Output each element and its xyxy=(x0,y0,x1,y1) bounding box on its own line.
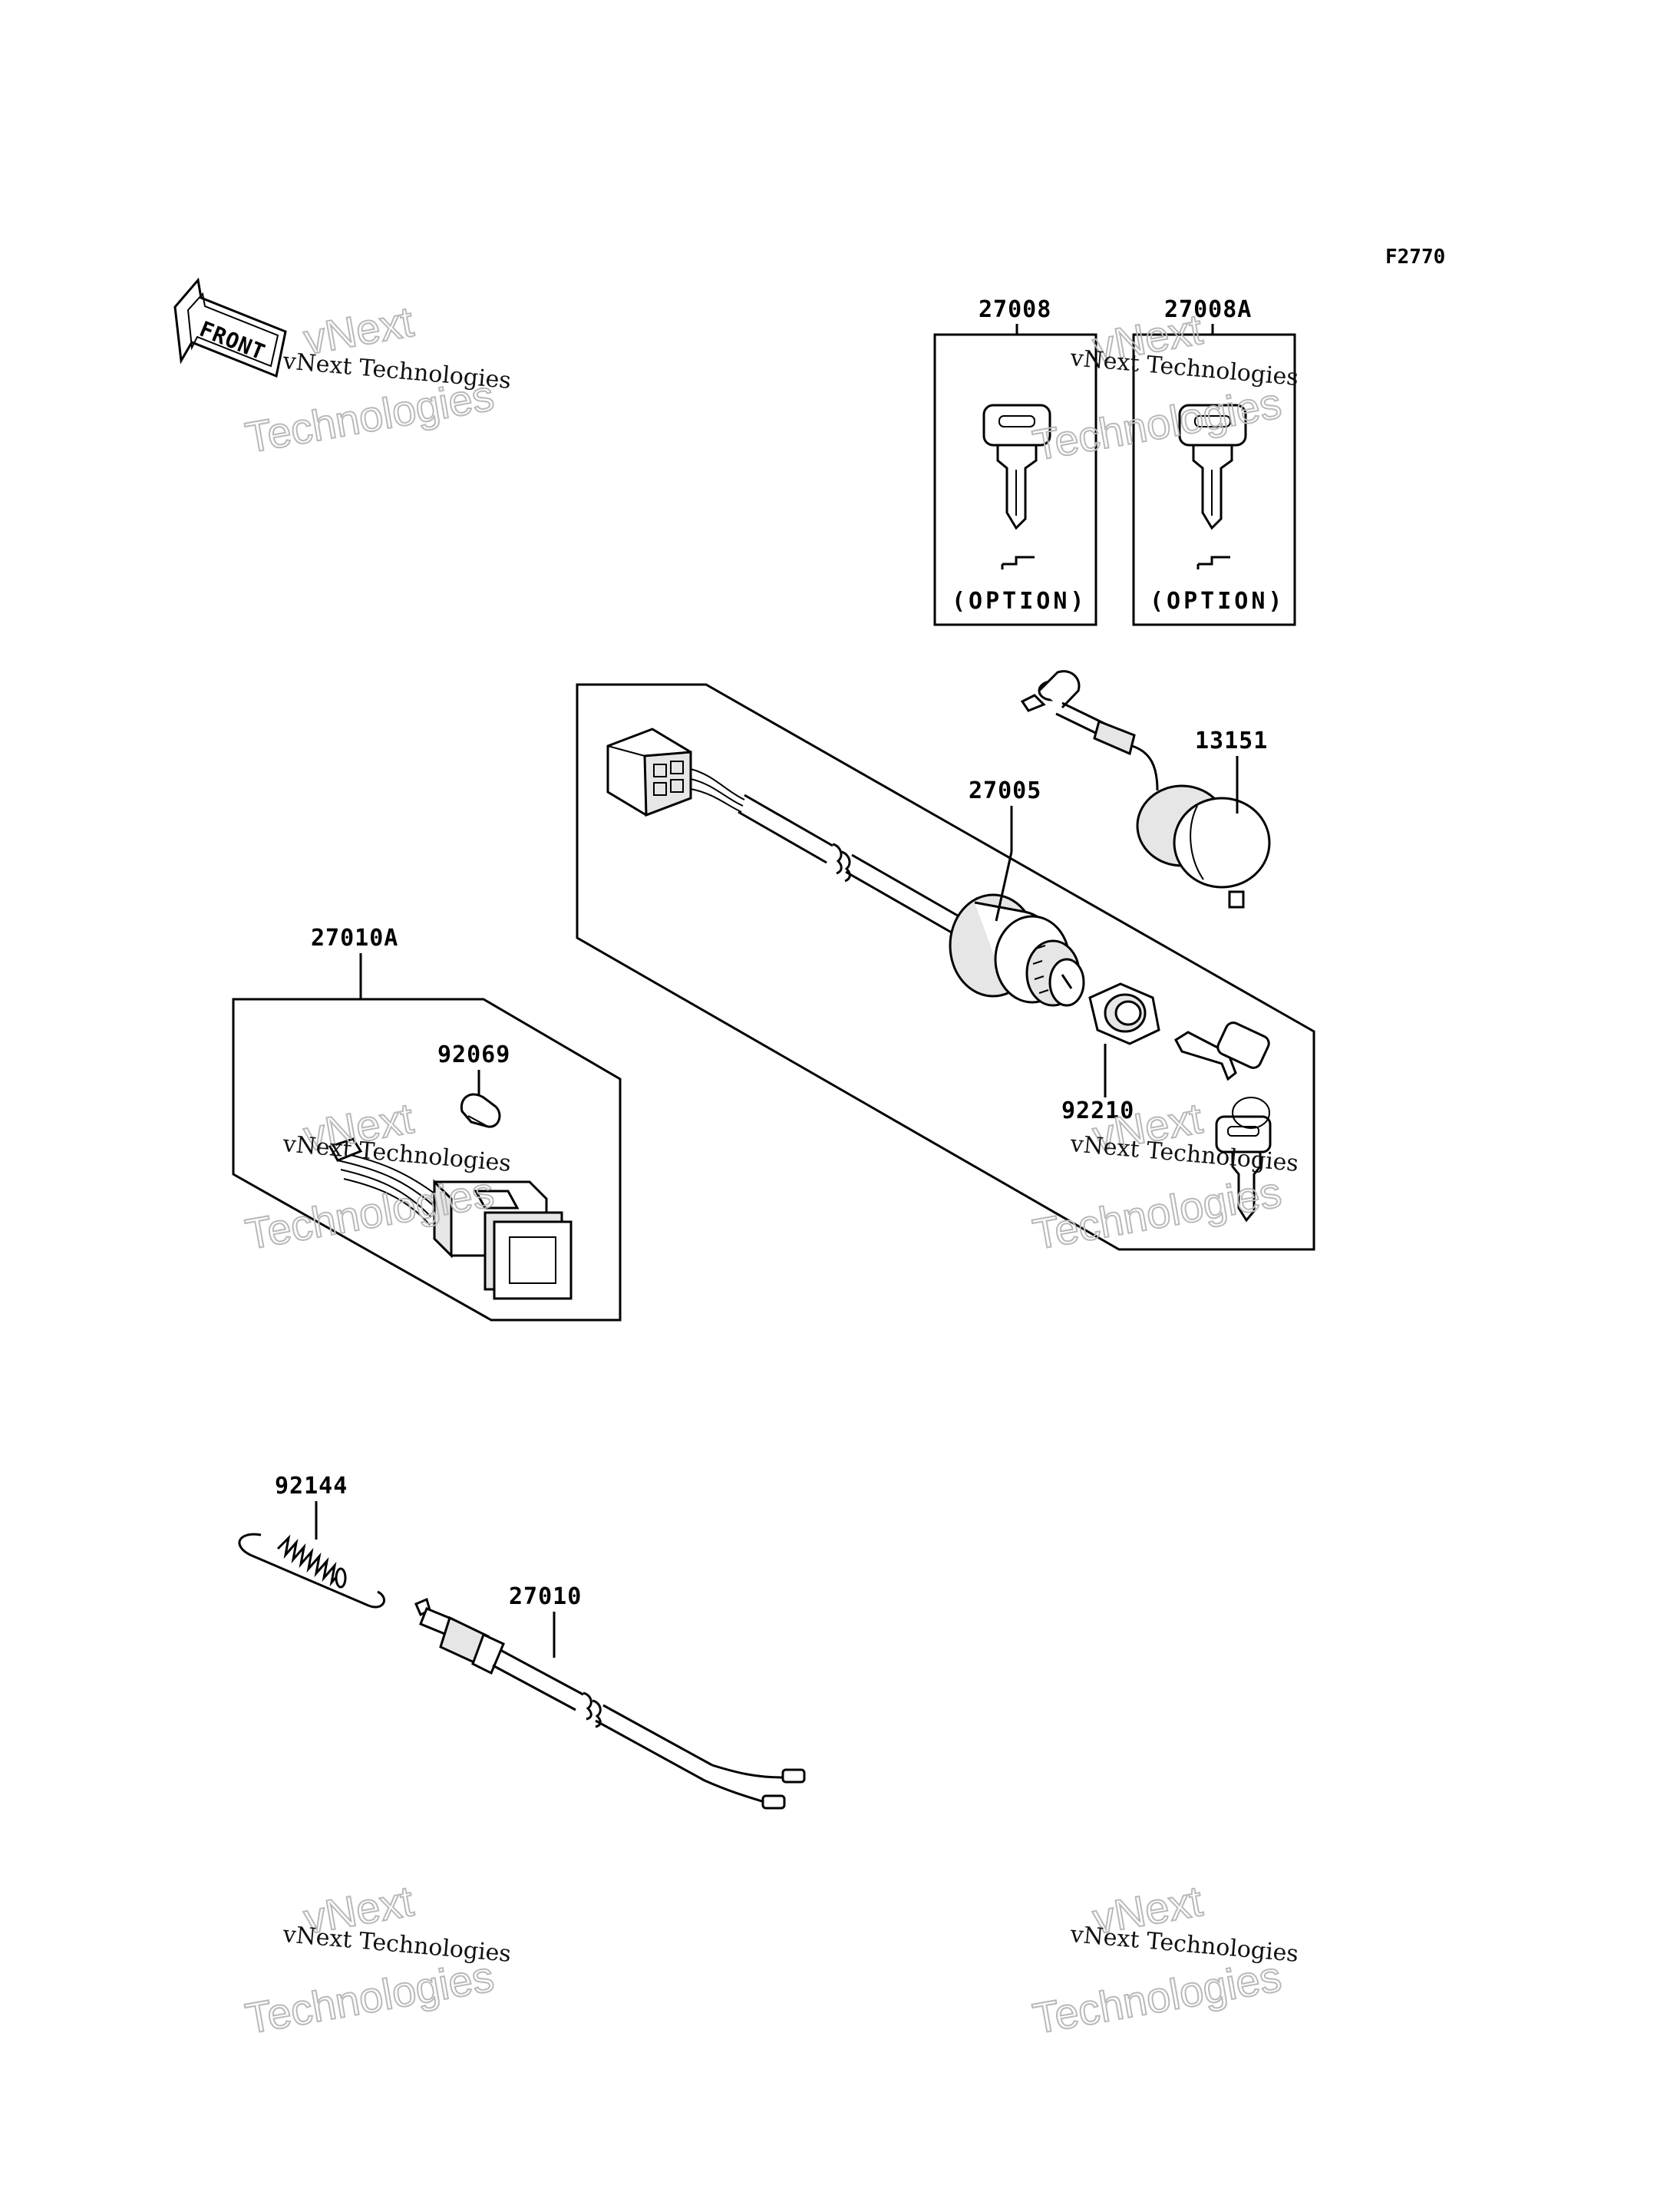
figure-code: F2770 xyxy=(1385,246,1445,269)
part-label-92069: 92069 xyxy=(437,1041,510,1068)
assembly-box-27010A xyxy=(232,998,622,1322)
svg-text:vNext Technologies: vNext Technologies xyxy=(1068,1921,1299,1968)
part-label-27010A: 27010A xyxy=(311,925,398,952)
watermark: vNext Technologies vNext Technologies xyxy=(1028,304,1299,470)
key-27008A-group: 27008A (OPTION) xyxy=(1132,296,1296,626)
svg-text:vNext Technologies: vNext Technologies xyxy=(281,1921,512,1968)
svg-text:Technologies: Technologies xyxy=(242,1952,497,2043)
watermark: vNext Technologies vNext Technologies xyxy=(241,1876,512,2044)
switch-27010A-group: 27010A 92069 xyxy=(232,925,622,1322)
part-label-27008A: 27008A xyxy=(1164,296,1252,323)
spring-icon xyxy=(276,1534,347,1589)
nut-icon xyxy=(1088,982,1160,1045)
option-box-27008A xyxy=(1132,333,1296,626)
spring-92144-group: 92144 xyxy=(238,1473,385,1609)
part-label-27010: 27010 xyxy=(509,1583,582,1610)
part-label-92144: 92144 xyxy=(275,1473,348,1500)
push-switch-icon xyxy=(1020,670,1271,909)
svg-text:Technologies: Technologies xyxy=(1029,1167,1285,1259)
front-arrow-icon: FRONT xyxy=(173,277,287,378)
svg-text:Technologies: Technologies xyxy=(1029,378,1285,470)
watermark: vNext Technologies vNext Technologies xyxy=(1028,1876,1299,2044)
part-label-27008: 27008 xyxy=(979,296,1051,323)
ignition-switch-icon xyxy=(949,893,1085,1007)
key-icon xyxy=(982,404,1051,569)
option-box-27008 xyxy=(933,333,1097,626)
option-label-27008: (OPTION) xyxy=(952,588,1088,615)
svg-text:Technologies: Technologies xyxy=(1029,1952,1285,2043)
watermark: vNext Technologies vNext Technologies xyxy=(241,296,512,463)
brake-switch-icon xyxy=(414,1597,806,1810)
option-label-27008A: (OPTION) xyxy=(1150,588,1286,615)
ignition-switch-assembly: 27005 92210 xyxy=(576,670,1315,1251)
bulb-icon xyxy=(460,1093,501,1128)
connector-icon xyxy=(606,728,692,817)
assembly-box-27005 xyxy=(576,683,1315,1251)
bracket-92144 xyxy=(238,1533,385,1609)
part-label-13151: 13151 xyxy=(1195,728,1268,754)
switch-27010-group: 27010 xyxy=(414,1583,806,1810)
key-icon xyxy=(1178,404,1247,569)
part-label-27005: 27005 xyxy=(969,777,1041,804)
rocker-switch-icon xyxy=(328,1137,573,1300)
key-27008-group: 27008 (OPTION) xyxy=(933,296,1097,626)
key-pair-icon xyxy=(1174,1021,1272,1223)
part-label-92210: 92210 xyxy=(1061,1097,1134,1124)
